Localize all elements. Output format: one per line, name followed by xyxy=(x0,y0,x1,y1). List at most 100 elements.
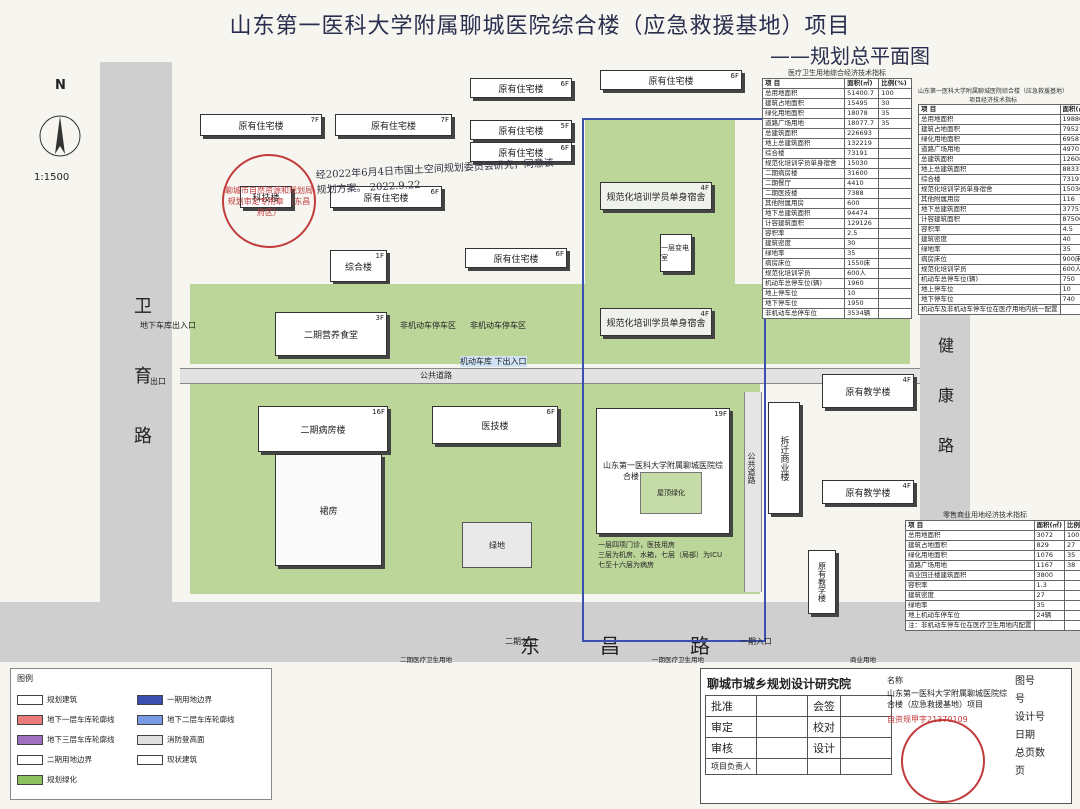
building-b17: 原有教学楼 xyxy=(808,550,836,614)
project-name-cell: 名称 山东第一医科大学附属聊城医院综合楼（应急救援基地）项目 自资规甲字2137… xyxy=(887,675,1013,725)
table_small-cell: 27 xyxy=(1063,540,1080,551)
table_main-cell xyxy=(878,198,912,209)
table_small-cell: 3072 xyxy=(1033,530,1065,541)
building-b14: 山东第一医科大学附属聊城医院综合楼（应急救援基地） 19F xyxy=(596,408,730,534)
table_right-cell: 88337 xyxy=(1059,164,1080,175)
note-1: 一层四项门诊，医技用房 xyxy=(598,541,675,549)
tb-r3-c: 设计 xyxy=(807,737,841,759)
legend-label: 地下一层车库轮廓线 xyxy=(47,715,115,724)
legend-item: 现状建筑 xyxy=(137,754,257,767)
right-table-caption: 山东第一医科大学附属聊城医院综合楼（应急救援基地）项目经济技术指标 xyxy=(918,88,1069,104)
legend-item: 规划绿化 xyxy=(17,774,137,787)
table_main-cell: 地上总建筑面积 xyxy=(761,138,846,149)
table_main-cell: 129126 xyxy=(844,218,880,229)
table_right-cell: 116 xyxy=(1059,194,1080,205)
table_main-cell: 地上停车位 xyxy=(761,288,846,299)
table_right-cell: 总用地面积 xyxy=(918,114,1061,125)
table_right-cell: 绿化用地面积 xyxy=(918,134,1061,145)
bike-parking-2: 非机动车停车区 xyxy=(470,321,526,330)
table_main-cell xyxy=(878,138,912,149)
institute-name: 聊城市城乡规划设计研究院 xyxy=(707,677,852,691)
table_right-cell: 6958 xyxy=(1059,134,1080,145)
table_right-header: 项 目面积(㎡)比例(%) xyxy=(918,104,1080,115)
table_small-cell: 1076 xyxy=(1033,550,1065,561)
west-road-label-3: 路 xyxy=(134,426,152,447)
table_main-cell: 35 xyxy=(844,248,880,259)
building-b18-name: 规范化培训学员单身宿舍 xyxy=(606,192,706,203)
legend-item: 地下三层车库轮廓线 xyxy=(17,734,137,747)
table_right-cell: 容积率 xyxy=(918,224,1061,235)
table_right-row: 总用地面积19880100 xyxy=(918,114,1080,125)
table_main-cell: 132219 xyxy=(844,138,880,149)
bike-parking-1: 非机动车停车区 xyxy=(400,321,456,330)
field-total-pages: 总页数 xyxy=(1015,748,1045,759)
table_small-cell xyxy=(1063,570,1080,581)
legend-items: 规划建筑一期用地边界地下一层车库轮廓线地下二层车库轮廓线地下三层车库轮廓线消防登… xyxy=(17,687,267,787)
table_right-cell: 600人 xyxy=(1059,264,1080,275)
building-b6-floor: 6F xyxy=(560,144,569,152)
tb-r4-d xyxy=(840,758,892,775)
table_main-cell xyxy=(878,238,912,249)
legend-item: 规划建筑 xyxy=(17,694,137,707)
legend-label: 二期用地边界 xyxy=(47,755,92,764)
legend-label: 地下三层车库轮廓线 xyxy=(47,735,115,744)
table_main-cell: 机动车总停车位(辆) xyxy=(761,278,846,289)
table_small-header-cell: 项 目 xyxy=(905,520,1035,531)
table_right-cell: 10 xyxy=(1059,284,1080,295)
table_main-header: 项 目面积(㎡)比例(%) xyxy=(761,78,912,89)
tb-r1-a: 批准 xyxy=(705,695,757,717)
title-block: 聊城市城乡规划设计研究院 批准会签 审定校对 审核设计 项目负责人 名称 山东第… xyxy=(700,668,1072,804)
building-b10-name: 原有住宅楼 xyxy=(493,254,539,265)
east-road-label-3: 路 xyxy=(938,436,955,455)
table_main-cell xyxy=(878,148,912,159)
tb-r1-c: 会签 xyxy=(807,695,841,717)
table_right-cell: 35 xyxy=(1059,244,1080,255)
building-b10-floor: 6F xyxy=(555,250,564,258)
building-b14-floor: 19F xyxy=(714,410,727,418)
building-b10: 原有住宅楼 6F xyxy=(465,248,567,268)
note-3: 七至十六层为病房 xyxy=(598,561,654,569)
tb-r3-a: 审核 xyxy=(705,737,757,759)
building-b6-name: 原有住宅楼 xyxy=(498,148,544,159)
table_main-cell: 35 xyxy=(878,108,912,119)
table_main-cell xyxy=(878,178,912,189)
table_main-cell: 规范化培训学员单身宿舍 xyxy=(761,158,846,169)
project-name: 山东第一医科大学附属聊城医院综合楼（应急救援基地）项目 xyxy=(887,689,1007,709)
page-title: 山东第一医科大学附属聊城医院综合楼（应急救援基地）项目 xyxy=(229,14,851,39)
table_main-cell: 4410 xyxy=(844,178,880,189)
table_main-cell: 3534辆 xyxy=(844,308,880,319)
table_right-cell: 40 xyxy=(1059,234,1080,245)
table_main-cell xyxy=(878,308,912,319)
table_small-cell: 容积率 xyxy=(905,580,1035,591)
building-b8-floor: 6F xyxy=(430,188,439,196)
table_small-cell xyxy=(1063,580,1080,591)
tb-r3-b xyxy=(756,737,808,759)
table_right-row: 总建筑面积126088 xyxy=(918,154,1080,165)
table_main-cell: 地下总建筑面积 xyxy=(761,208,846,219)
entrance-phase1: 一期入口 xyxy=(740,637,772,646)
table_right-cell: 建筑占地面积 xyxy=(918,124,1061,135)
table_main-cell: 15495 xyxy=(844,98,880,109)
legend-label: 一期用地边界 xyxy=(167,695,212,704)
table_small-cell: 建筑占地面积 xyxy=(905,540,1035,551)
building-b18-floor: 4F xyxy=(700,184,709,192)
tb-r2-c: 校对 xyxy=(807,716,841,738)
table_small-header: 项 目面积(㎡)比例(%) xyxy=(905,520,1080,531)
table_main-cell: 18078 xyxy=(844,108,880,119)
